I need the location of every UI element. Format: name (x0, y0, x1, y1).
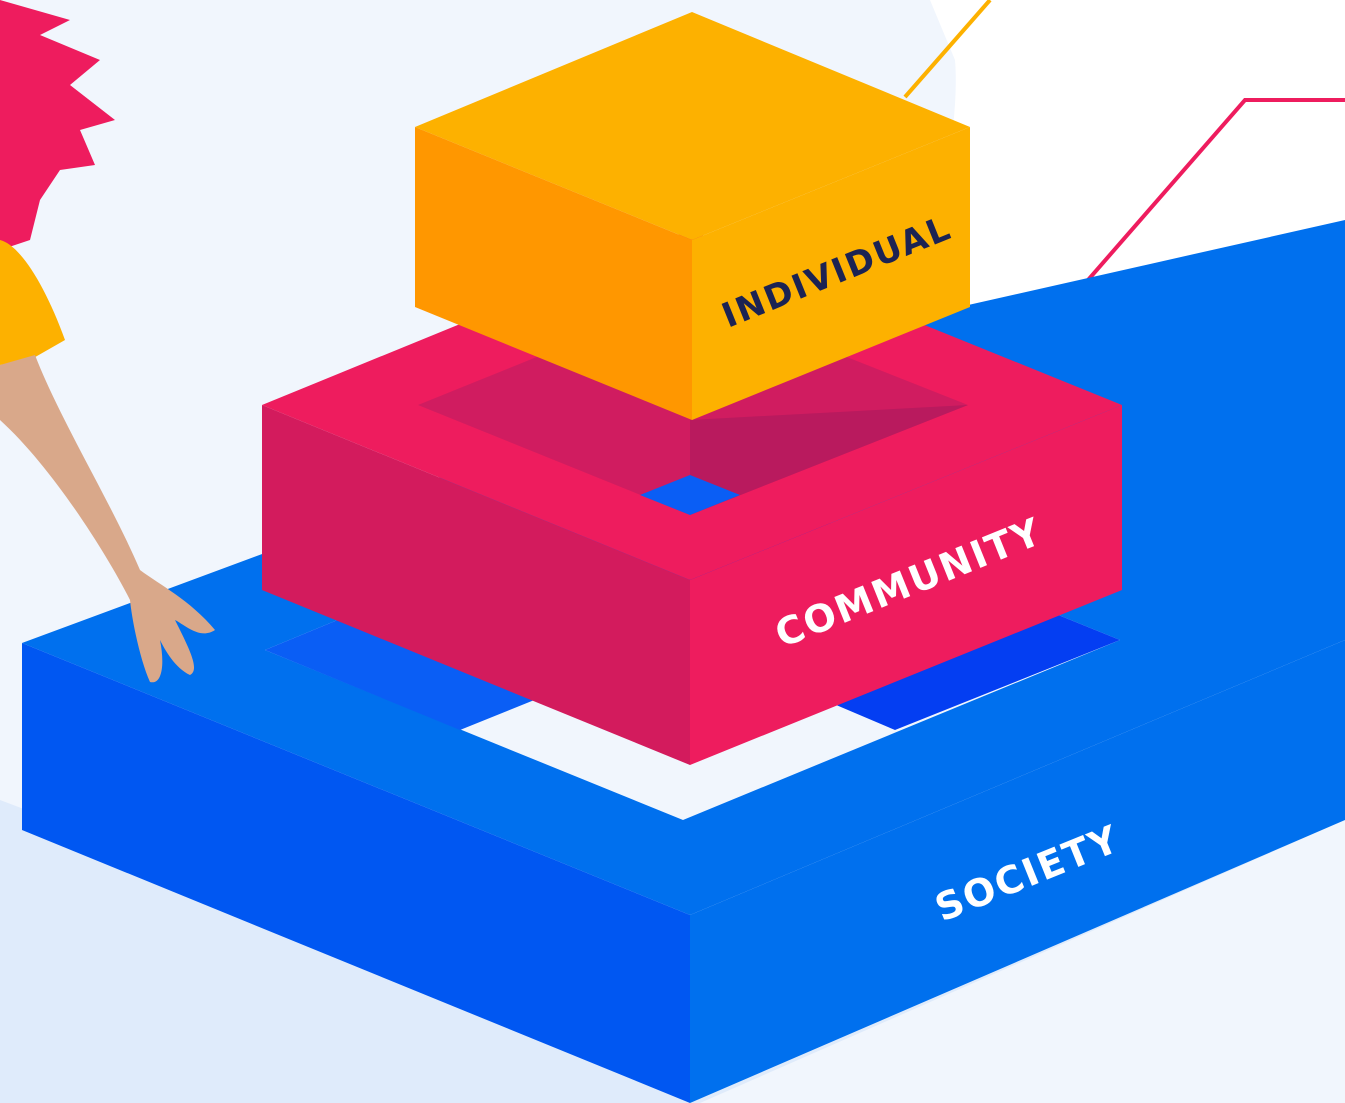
floor-shadow (0, 760, 1345, 1103)
character-shirt (0, 240, 65, 365)
connector-line-individual (903, 0, 992, 99)
individual-right-face (692, 127, 970, 420)
society-right-face (690, 640, 1345, 1103)
character-hair (0, 0, 115, 250)
individual-top-face (415, 12, 970, 240)
character-arm (0, 355, 215, 683)
character-illustration (0, 0, 215, 683)
community-hole-floor (640, 475, 740, 515)
community-hole-shade (690, 405, 968, 515)
individual-left-face (415, 127, 692, 420)
individual-block (415, 12, 970, 420)
connector-line-community (1018, 98, 1345, 360)
society-left-face (22, 643, 690, 1103)
community-right-face (690, 405, 1122, 765)
community-left-face (262, 405, 690, 765)
